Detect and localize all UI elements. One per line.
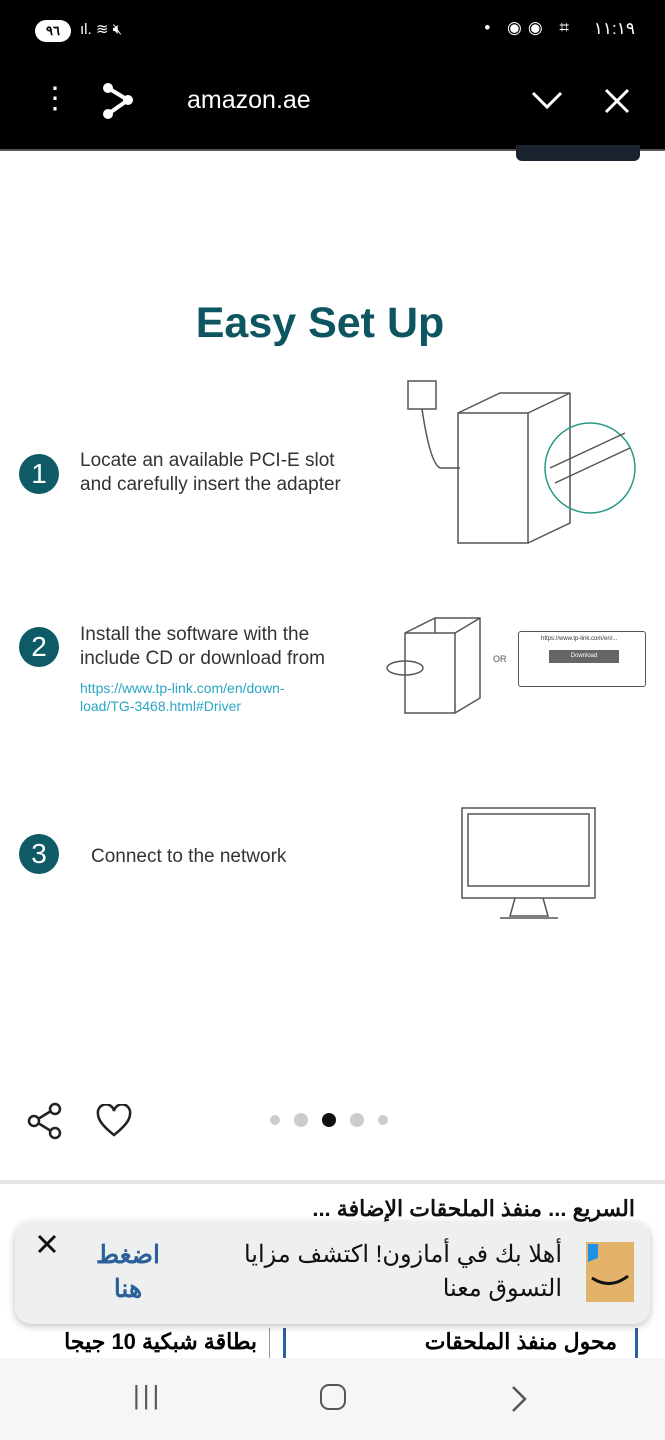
step-text-line: and carefully insert the adapter — [80, 474, 341, 495]
browser-toolbar: ⋮ amazon.ae — [0, 62, 665, 151]
welcome-toast: اضغط هنا أهلا بك في أمازون! اكتشف مزايا ال… — [15, 1222, 650, 1324]
step-text: Install the software with the include CD … — [80, 623, 325, 671]
pc-cd-illustration — [386, 617, 481, 714]
action-line: هنا — [113, 1275, 143, 1303]
link-line: https://www.tp-link.com/en/down- — [80, 680, 285, 696]
notification-icons: • ◉◉ ⌗ — [484, 18, 575, 37]
driver-link[interactable]: https://www.tp-link.com/en/down-load/TG-… — [80, 679, 285, 715]
system-navigation-bar: ||| — [0, 1358, 665, 1440]
step-number: 2 — [19, 627, 59, 667]
step-text-line: Locate an available PCI-E slot — [80, 450, 335, 471]
related-card[interactable]: محول منفذ الملحقات — [283, 1328, 638, 1358]
badge-chip — [516, 145, 640, 161]
battery-badge: ٩٦ — [35, 20, 71, 42]
chevron-down-icon[interactable] — [530, 88, 564, 112]
illustration-url: https://www.tp-link.com/en/... — [541, 636, 618, 642]
action-line: اضغط — [96, 1241, 160, 1269]
monitor-illustration — [461, 807, 596, 919]
step-text: Locate an available PCI-E slot and carefu… — [80, 449, 341, 497]
step-text-line: include CD or download from — [80, 648, 326, 669]
step-text: Connect to the network — [91, 846, 287, 867]
clock: ١١:١٩ — [593, 19, 635, 38]
toast-message: أهلا بك في أمازون! اكتشف مزايا التسوق معن… — [202, 1238, 562, 1306]
image-title: Easy Set Up — [195, 299, 445, 347]
carousel-dot-active[interactable] — [322, 1113, 336, 1127]
pc-install-illustration — [407, 380, 636, 544]
url-label[interactable]: amazon.ae — [187, 86, 311, 114]
close-icon[interactable] — [604, 88, 630, 114]
browser-illustration: https://www.tp-link.com/en/... Download — [518, 631, 646, 687]
carousel-dot[interactable] — [294, 1113, 308, 1127]
share-product-icon[interactable] — [26, 1101, 64, 1141]
step-text-line: Install the software with the — [80, 624, 310, 645]
related-card[interactable]: بطاقة شبكية 10 جيجا — [0, 1328, 270, 1358]
step-number: 3 — [19, 834, 59, 874]
carousel-indicator[interactable] — [270, 1113, 388, 1127]
click-here-link[interactable]: اضغط هنا — [83, 1238, 173, 1306]
close-toast-icon[interactable] — [35, 1232, 59, 1256]
status-bar: ٩٦ ıl. ≋ 🔇︎ • ◉◉ ⌗ ١١:١٩ — [0, 0, 665, 62]
download-illustration-button: Download — [549, 650, 619, 663]
step-number: 1 — [19, 454, 59, 494]
home-icon[interactable] — [320, 1384, 346, 1410]
carousel-dot[interactable] — [270, 1115, 280, 1125]
link-line: load/TG-3468.html#Driver — [80, 698, 242, 714]
divider — [0, 1180, 665, 1184]
product-title: السريع ... منفذ الملحقات الإضافة ... — [312, 1196, 635, 1221]
amazon-box-logo — [586, 1242, 634, 1302]
message-line: أهلا بك في أمازون! اكتشف مزايا — [243, 1241, 562, 1268]
back-icon[interactable] — [510, 1384, 528, 1414]
wishlist-heart-icon[interactable] — [96, 1104, 132, 1138]
or-label: OR — [493, 654, 507, 664]
message-line: التسوق معنا — [442, 1275, 562, 1302]
related-products: محول منفذ الملحقات بطاقة شبكية 10 جيجا — [0, 1328, 665, 1358]
recent-apps-icon[interactable]: ||| — [133, 1380, 163, 1410]
share-icon[interactable] — [100, 82, 136, 122]
more-options-icon[interactable]: ⋮ — [40, 82, 70, 115]
signal-wifi-mute-icons: ıl. ≋ 🔇︎ — [80, 21, 123, 38]
carousel-dot[interactable] — [378, 1115, 388, 1125]
carousel-dot[interactable] — [350, 1113, 364, 1127]
product-image-gallery[interactable]: Easy Set Up 1 Locate an available PCI-E … — [0, 145, 665, 1181]
